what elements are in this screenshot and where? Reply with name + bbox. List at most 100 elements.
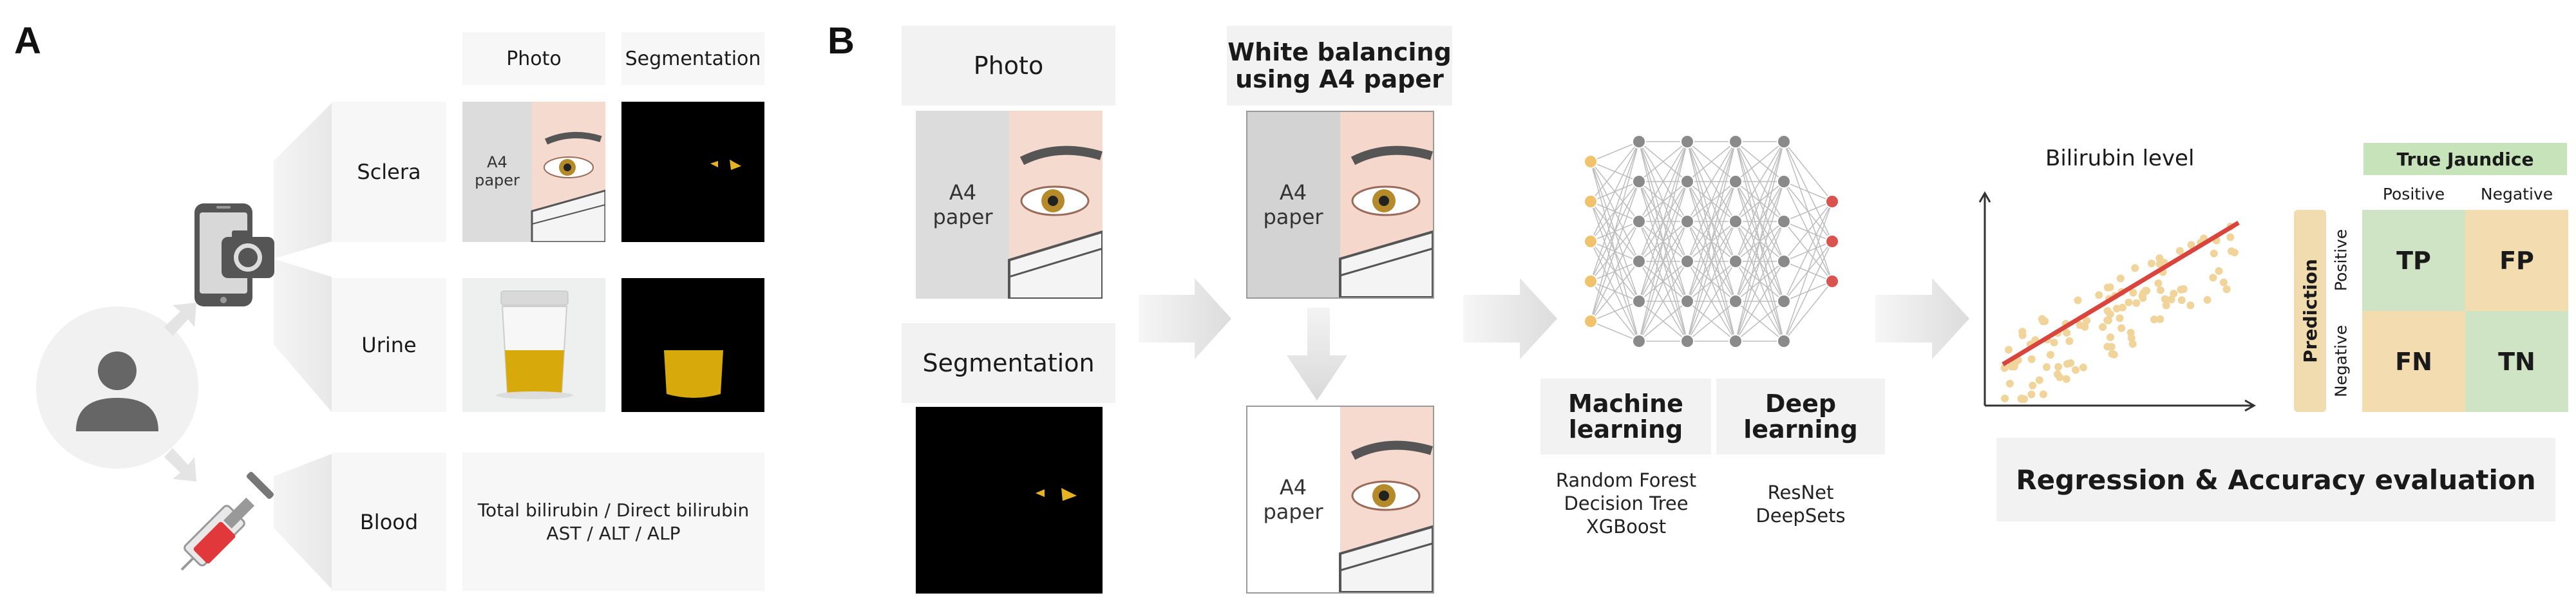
scatter-point	[2118, 303, 2126, 312]
nn-node	[1680, 135, 1694, 149]
nn-edge	[1735, 301, 1785, 342]
nn-edge	[1783, 201, 1833, 262]
scatter-point	[2170, 290, 2178, 298]
scatter-point	[2029, 381, 2037, 389]
scatter-point	[2050, 339, 2058, 346]
scatter-point	[2107, 342, 2116, 351]
row-label-positive-wrap: Positive	[2324, 210, 2358, 311]
scatter-point	[2063, 360, 2071, 368]
scatter-point	[2047, 351, 2054, 359]
nn-node	[1680, 254, 1694, 268]
scatter-point	[2125, 298, 2133, 306]
panel-b-letter: B	[828, 20, 855, 62]
nn-node	[1777, 254, 1791, 268]
scatter-point	[2040, 390, 2047, 398]
photo-label: Photo	[902, 26, 1115, 106]
nn-node	[1825, 274, 1839, 288]
row-label-urine: Urine	[332, 278, 446, 412]
nn-node	[1632, 135, 1646, 149]
nn-node	[1680, 174, 1694, 189]
nn-edge	[1687, 141, 1736, 262]
a4b2-line2: paper	[1263, 205, 1323, 229]
nn-node	[1728, 135, 1743, 149]
scatter-point	[2226, 233, 2235, 241]
scatter-point	[2222, 285, 2231, 294]
nn-edge	[1687, 261, 1736, 342]
scatter-point	[2099, 323, 2107, 331]
white-balance-line1: White balancing	[1227, 38, 1452, 66]
neural-network-diagram	[1584, 135, 1839, 348]
nn-node	[1632, 214, 1646, 229]
scatter-point	[2054, 370, 2061, 379]
nn-edge	[1638, 141, 1688, 342]
nn-node	[1728, 254, 1743, 268]
row-label-blood: Blood	[332, 453, 446, 591]
cell-fp: FP	[2465, 210, 2568, 311]
row-label-positive: Positive	[2331, 229, 2350, 292]
nn-edge	[1687, 141, 1736, 182]
scatter-point	[2127, 334, 2136, 342]
nn-node	[1728, 174, 1743, 189]
nn-edge	[1783, 181, 1833, 202]
scatter-point	[2018, 331, 2027, 339]
scatter-title: Bilirubin level	[2045, 145, 2195, 171]
scatter-point	[2000, 364, 2009, 372]
user-icon	[76, 351, 158, 431]
scatter-point	[2103, 283, 2112, 292]
nn-edge	[1590, 261, 1640, 322]
cell-fn: FN	[2362, 311, 2465, 412]
scatter-point	[2150, 315, 2158, 324]
scatter-point	[2154, 279, 2163, 287]
prediction-header-text: Prediction	[2299, 259, 2321, 363]
dl-title-line2: learning	[1743, 415, 1858, 444]
row-label-negative: Negative	[2331, 324, 2350, 398]
panel-a-letter: A	[14, 20, 41, 62]
scatter-point	[2072, 366, 2079, 374]
blood-text-line1: Total bilirubin / Direct bilirubin	[477, 499, 750, 521]
scatter-point	[2156, 315, 2164, 323]
blood-text-line2: AST / ALT / ALP	[546, 522, 681, 544]
nn-edge	[1638, 181, 1688, 342]
nn-edge	[1638, 141, 1688, 182]
ml-method: Decision Tree	[1564, 492, 1689, 514]
nn-node	[1728, 334, 1743, 348]
col-label-positive: Positive	[2382, 184, 2445, 203]
nn-edge	[1590, 321, 1640, 342]
a4b2-line1: A4	[1279, 180, 1307, 205]
bilirubin-scatter-plot	[1978, 191, 2257, 412]
arrow-to-evaluation	[1875, 278, 1969, 359]
scatter-point	[2065, 337, 2074, 345]
scatter-point	[2035, 376, 2043, 384]
scatter-point	[2141, 286, 2150, 295]
nn-node	[1777, 135, 1791, 149]
scatter-point	[2129, 288, 2137, 297]
nn-edge	[1735, 181, 1785, 342]
nn-edge	[1638, 221, 1688, 342]
nn-edge	[1590, 181, 1640, 322]
col-label-negative: Negative	[2480, 184, 2553, 203]
nn-node	[1632, 294, 1646, 308]
evaluation-label: Regression & Accuracy evaluation	[1996, 438, 2555, 521]
scatter-point	[2110, 350, 2118, 359]
scatter-point	[2167, 295, 2175, 304]
nn-node	[1777, 174, 1791, 189]
ml-method: Random Forest	[1555, 469, 1697, 491]
blood-measures: Total bilirubin / Direct bilirubin AST /…	[462, 453, 764, 591]
nn-edge	[1687, 141, 1736, 302]
nn-node	[1632, 254, 1646, 268]
nn-node	[1632, 334, 1646, 348]
nn-node	[1584, 155, 1598, 169]
true-jaundice-header: True Jaundice	[2363, 143, 2567, 175]
a4b1-line2: paper	[933, 205, 993, 229]
scatter-point	[2210, 249, 2218, 258]
nn-edge	[1735, 141, 1785, 302]
cell-tn: TN	[2465, 311, 2568, 412]
nn-edge	[1783, 201, 1833, 302]
dl-method: ResNet	[1767, 482, 1834, 503]
scatter-point	[2081, 323, 2089, 331]
scatter-point	[2005, 379, 2014, 388]
